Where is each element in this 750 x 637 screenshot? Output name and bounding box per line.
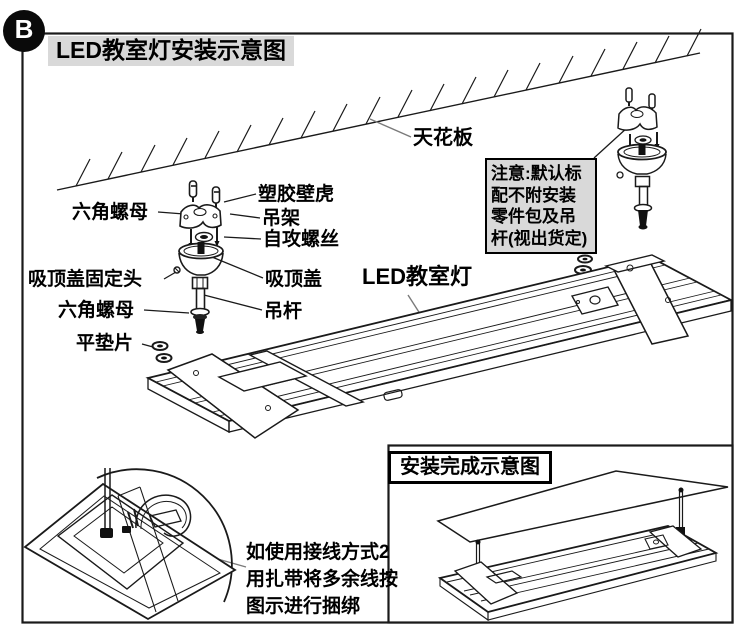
label-ceiling: 天花板: [413, 127, 473, 149]
label-self-tapping-screw: 自攻螺丝: [263, 229, 340, 250]
wiring-note-line: 如使用接线方式2: [246, 542, 390, 563]
note-box: 注意:默认标 配不附安装 零件包及吊 杆(视出货定): [485, 158, 597, 254]
light-fixture-drawing: [145, 254, 734, 439]
label-led-classroom-light: LED教室灯: [362, 264, 473, 289]
label-ceiling-cover-fixing-head: 吸顶盖固定头: [28, 269, 143, 290]
section-marker-label: B: [14, 14, 34, 44]
label-plastic-anchor: 塑胶壁虎: [258, 184, 335, 205]
label-hex-nut-top: 六角螺母: [72, 202, 149, 223]
preassembled-unit-drawing: [574, 87, 667, 275]
outer-border: [21, 32, 734, 624]
label-hanger-bracket: 吊架: [262, 208, 301, 229]
label-ceiling-cover: 吸顶盖: [265, 269, 323, 290]
note-line: 杆(视出货定): [491, 228, 588, 248]
label-flat-washer: 平垫片: [76, 333, 134, 354]
wiring-note-line: 图示进行捆绑: [246, 596, 361, 617]
label-hanging-rod: 吊杆: [264, 301, 303, 322]
ceiling-line-drawing: [56, 28, 702, 191]
note-line: 注意:默认标: [491, 164, 582, 183]
label-hex-nut-bottom: 六角螺母: [58, 300, 135, 321]
note-line: 配不附安装: [491, 185, 576, 205]
page-title: LED教室灯安装示意图: [48, 36, 294, 67]
section-marker-circle: [3, 10, 45, 52]
finished-view-title: 安装完成示意图: [388, 451, 552, 484]
note-line: 零件包及吊: [491, 207, 576, 226]
finished-view-drawing: [387, 444, 734, 624]
wiring-note: 如使用接线方式2 用扎带将多余线按 图示进行捆绑: [246, 539, 398, 620]
detail-view-drawing: [23, 468, 237, 621]
wiring-note-line: 用扎带将多余线按: [246, 569, 399, 590]
exploded-assembly-drawing: [151, 180, 224, 363]
